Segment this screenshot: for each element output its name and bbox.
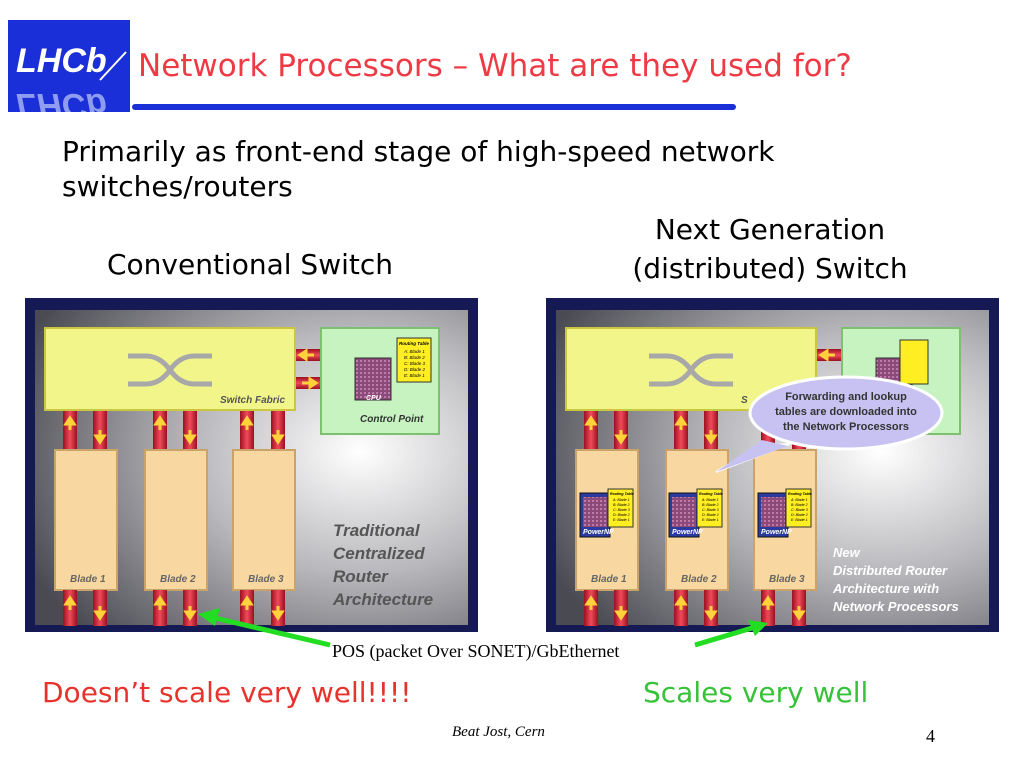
logo-slash <box>99 51 127 81</box>
routing-table-row: C: Blade 3 <box>404 361 426 366</box>
routing-table <box>899 339 929 385</box>
cpu-label: CPU <box>366 395 382 402</box>
distributed-switch-diagram: S nt PowerNP Routing Table A: Blade 1 B:… <box>546 298 999 632</box>
left-blade-2 <box>144 449 208 591</box>
np-label: PowerNP <box>583 529 614 536</box>
logo-text-reflection: LHCb <box>16 86 107 112</box>
fabric-crossover-icon <box>649 353 733 387</box>
forwarding-tables-callout: Forwarding and lookup tables are downloa… <box>715 375 944 473</box>
left-upper-pipes <box>63 410 285 452</box>
next-gen-label-line1: Next Generation <box>654 213 886 246</box>
right-blade-3-label: Blade 3 <box>769 574 805 585</box>
control-point-label: Control Point <box>360 414 424 425</box>
right-blade-2-label: Blade 2 <box>681 574 717 585</box>
np-table-row: A: Blade 1 <box>612 498 630 502</box>
callout-line: the Network Processors <box>783 421 909 433</box>
left-blade-3 <box>232 449 296 591</box>
left-lower-pipes <box>63 590 285 626</box>
np-table-row: C: Blade 3 <box>702 508 719 512</box>
left-caption-line: Centralized <box>333 544 425 563</box>
np-table-row: D: Blade 2 <box>791 513 808 517</box>
conclusion-scales-well: Scales very well <box>643 676 869 709</box>
routing-table-title: Routing Table <box>399 341 429 346</box>
next-gen-label-line2: (distributed) Switch <box>632 252 908 285</box>
left-blade-1-label: Blade 1 <box>70 574 106 585</box>
page-number: 4 <box>926 726 935 746</box>
np-table-row: D: Blade 2 <box>702 513 719 517</box>
np-table-row: A: Blade 1 <box>790 498 808 502</box>
np-table-row: C: Blade 3 <box>791 508 808 512</box>
np-table-title: Routing Table <box>610 492 634 496</box>
left-caption-line: Traditional <box>333 521 421 540</box>
callout-line: Forwarding and lookup <box>785 391 907 403</box>
routing-table <box>396 337 432 383</box>
conventional-switch-diagram: Switch Fabric CPU Routing Table A: Blade… <box>25 298 478 632</box>
right-caption-line: New <box>833 545 861 560</box>
conclusion-doesnt-scale: Doesn’t scale very well!!!! <box>42 676 412 709</box>
logo-text-upper: LHCb <box>16 42 107 80</box>
np-label: PowerNP <box>761 529 792 536</box>
left-blade-1 <box>54 449 118 591</box>
left-blade-2-label: Blade 2 <box>160 574 196 585</box>
left-caption-line: Architecture <box>332 590 433 609</box>
routing-table-row: E: Blade 1 <box>404 373 425 378</box>
np-table-row: B: Blade 2 <box>702 503 719 507</box>
np-table-row: B: Blade 2 <box>791 503 808 507</box>
footer-author: Beat Jost, Cern <box>452 724 545 740</box>
right-lower-pipes <box>584 590 806 626</box>
next-generation-switch-label: Next Generation (distributed) Switch <box>560 210 980 288</box>
np-table-row: C: Blade 3 <box>613 508 630 512</box>
title-underline <box>132 104 736 110</box>
lhcb-logo: LHCb LHCb <box>8 20 130 112</box>
right-caption-line: Distributed Router <box>833 563 948 578</box>
right-caption-line: Architecture with <box>832 581 939 596</box>
pos-caption: POS (packet Over SONET)/GbEthernet <box>332 641 620 661</box>
left-blade-3-label: Blade 3 <box>248 574 284 585</box>
np-table-row: E: Blade 1 <box>791 518 808 522</box>
callout-line: tables are downloaded into <box>775 406 917 418</box>
right-blade-1-label: Blade 1 <box>591 574 627 585</box>
np-label: PowerNP <box>672 529 703 536</box>
np-table-title: Routing Table <box>788 492 812 496</box>
np-table-row: A: Blade 1 <box>701 498 719 502</box>
right-caption-line: Network Processors <box>833 599 959 614</box>
fabric-crossover-icon <box>128 353 212 387</box>
np-table-row: D: Blade 2 <box>613 513 630 517</box>
network-processor-1: PowerNP Routing Table A: Blade 1 B: Blad… <box>579 488 634 538</box>
slide-subtitle: Primarily as front-end stage of high-spe… <box>62 135 775 203</box>
np-table-row: E: Blade 1 <box>613 518 630 522</box>
right-switch-fabric-label: S <box>741 395 748 406</box>
network-processor-3: PowerNP Routing Table A: Blade 1 B: Blad… <box>757 488 812 538</box>
routing-table-row: D: Blade 2 <box>404 367 426 372</box>
routing-table-row: A: Blade 1 <box>403 349 425 354</box>
routing-table-row: B: Blade 2 <box>404 355 425 360</box>
np-table-row: E: Blade 1 <box>702 518 719 522</box>
np-table-row: B: Blade 2 <box>613 503 630 507</box>
cpu-chip-icon <box>354 357 392 401</box>
conventional-switch-label: Conventional Switch <box>106 248 393 281</box>
np-table-title: Routing Table <box>699 492 723 496</box>
right-green-arrow <box>694 620 768 648</box>
network-processor-2: PowerNP Routing Table A: Blade 1 B: Blad… <box>668 488 723 538</box>
left-switch-fabric-label: Switch Fabric <box>220 395 285 406</box>
slide-title: Network Processors – What are they used … <box>138 48 852 84</box>
left-green-arrow <box>198 608 331 648</box>
left-caption-line: Router <box>333 567 389 586</box>
